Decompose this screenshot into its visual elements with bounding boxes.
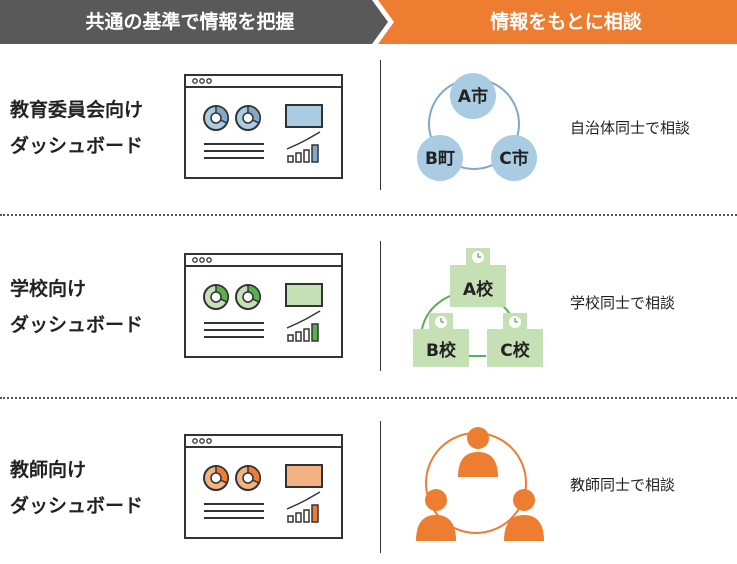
vertical-divider	[380, 60, 381, 190]
donut-chart-icon	[203, 284, 229, 310]
dotted-separator	[0, 397, 737, 399]
banner-right-arrow	[378, 0, 737, 44]
accent-box	[285, 104, 323, 128]
accent-box	[285, 464, 323, 488]
bar-chart-icon	[286, 491, 321, 523]
row-label: 教育委員会向け ダッシュボード	[10, 92, 143, 164]
header-right-label: 情報をもとに相談	[490, 11, 642, 33]
row-description: 自治体同士で相談	[570, 119, 691, 137]
node-a-school: A校	[450, 248, 506, 307]
node-c-school: C校	[487, 313, 543, 367]
person-icon-top	[458, 427, 498, 477]
row-label-line2: ダッシュボード	[10, 314, 144, 336]
svg-text:B町: B町	[425, 149, 455, 169]
svg-text:A市: A市	[458, 86, 488, 107]
svg-text:A校: A校	[463, 279, 494, 300]
svg-text:C市: C市	[499, 148, 528, 169]
row-label-line2: ダッシュボード	[10, 135, 144, 157]
bar-chart-icon	[286, 131, 321, 163]
svg-text:B校: B校	[426, 340, 457, 361]
node-b-town: B町	[417, 135, 463, 181]
row-teacher: 教師向け ダッシュボード	[0, 405, 737, 555]
row-label-line2: ダッシュボード	[10, 495, 144, 517]
bar-chart-icon	[286, 310, 321, 342]
row-school: 学校向け ダッシュボード	[0, 229, 737, 379]
svg-text:C校: C校	[500, 340, 530, 361]
node-c-city: C市	[491, 135, 537, 181]
header-left-label: 共通の基準で情報を把握	[85, 11, 295, 33]
row-label-line1: 学校向け	[10, 278, 87, 300]
banner-shapes	[0, 0, 737, 44]
banner-left-arrow	[0, 0, 388, 44]
dashboard-window-icon	[184, 434, 343, 539]
row-description: 教師同士で相談	[570, 476, 676, 494]
dashboard-window-icon	[184, 253, 343, 358]
teacher-network	[416, 427, 544, 541]
vertical-divider	[380, 241, 381, 371]
donut-chart-icon	[203, 465, 229, 491]
header-banner: 共通の基準で情報を把握 情報をもとに相談	[0, 0, 737, 44]
node-a-city: A市	[450, 73, 496, 119]
dotted-separator	[0, 214, 737, 216]
donut-chart-icon	[203, 105, 229, 131]
vertical-divider	[380, 421, 381, 553]
person-icon-left	[416, 489, 456, 541]
row-description: 学校同士で相談	[570, 294, 676, 312]
row-label: 教師向け ダッシュボード	[10, 452, 143, 524]
dashboard-window-icon	[184, 74, 343, 179]
person-icon-right	[504, 489, 544, 541]
row-label: 学校向け ダッシュボード	[10, 271, 143, 343]
school-network: A校 B校 C校	[413, 248, 543, 367]
node-b-school: B校	[413, 313, 469, 367]
row-board-of-education: 教育委員会向け ダッシュボード	[0, 54, 737, 204]
donut-chart-icon	[235, 465, 261, 491]
donut-chart-icon	[235, 284, 261, 310]
municipality-network: A市 B町 C市	[417, 73, 537, 181]
donut-chart-icon	[235, 105, 261, 131]
accent-box	[285, 283, 323, 307]
row-label-line1: 教師向け	[10, 459, 87, 481]
row-label-line1: 教育委員会向け	[10, 99, 144, 121]
